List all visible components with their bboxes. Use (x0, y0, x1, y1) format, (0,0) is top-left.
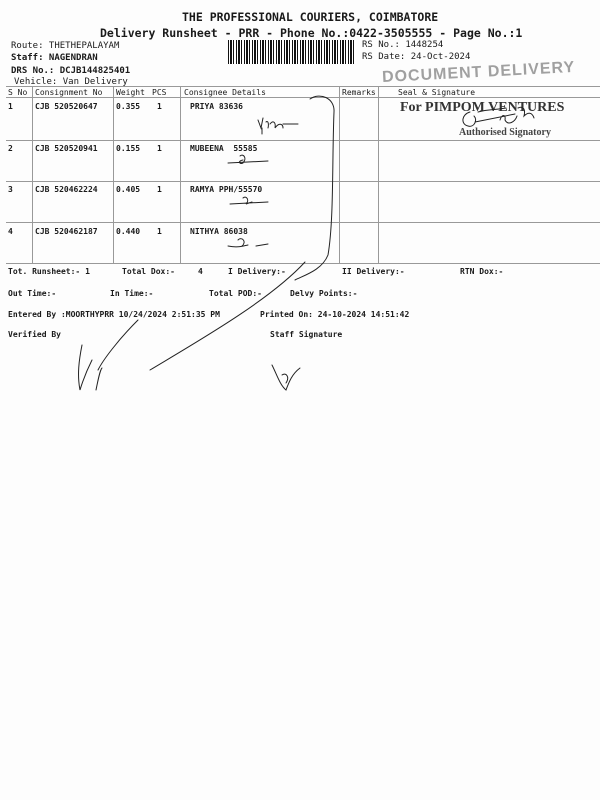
bracket-stroke (294, 95, 335, 281)
row-consignee: RAMYA PPH/55570 (190, 185, 263, 194)
signature-priya (257, 117, 299, 135)
row-pcs: 1 (157, 144, 162, 153)
col-pcs: PCS (152, 88, 167, 97)
col-consignment: Consignment No (35, 88, 103, 97)
row-consignment: CJB 520520647 (35, 102, 98, 111)
total-runsheet: Tot. Runsheet:- 1 (8, 267, 90, 276)
col-seal-signature: Seal & Signature (398, 88, 476, 97)
row-sno: 2 (8, 144, 13, 153)
runsheet-subtitle: Delivery Runsheet - PRR - Phone No.:0422… (100, 26, 523, 40)
drs-number: DRS No.: DCJB144825401 (11, 66, 131, 76)
signature-verified-by (78, 319, 139, 391)
second-delivery: II Delivery:- (342, 267, 405, 276)
row-consignment: CJB 520462187 (35, 227, 98, 236)
rs-number: RS No.: 1448254 (362, 40, 444, 50)
signature-staff (271, 364, 301, 391)
row-weight: 0.355 (116, 102, 141, 111)
col-consignee: Consignee Details (184, 88, 266, 97)
printed-on: Printed On: 24-10-2024 14:51:42 (260, 310, 410, 319)
col-remarks: Remarks (342, 88, 376, 97)
entered-by: Entered By :MOORTHYPRR 10/24/2024 2:51:3… (8, 310, 220, 319)
rs-date: RS Date: 24-Oct-2024 (362, 52, 471, 62)
row-weight: 0.155 (116, 144, 141, 153)
first-delivery: I Delivery:- (228, 267, 286, 276)
row-weight: 0.405 (116, 185, 141, 194)
vehicle: Vehicle: Van Delivery (14, 77, 128, 87)
diagonal-stroke (149, 261, 306, 371)
total-pod: Total POD:- (209, 289, 262, 298)
row-sno: 4 (8, 227, 13, 236)
col-weight: Weight (116, 88, 145, 97)
row-pcs: 1 (157, 185, 162, 194)
signature-row2 (227, 154, 269, 165)
out-time: Out Time:- (8, 289, 57, 298)
row-pcs: 1 (157, 227, 162, 236)
rtn-dox: RTN Dox:- (460, 267, 504, 276)
signature-row4 (227, 238, 269, 248)
total-dox-value: 4 (198, 267, 203, 276)
row-consignment: CJB 520520941 (35, 144, 98, 153)
row-weight: 0.440 (116, 227, 141, 236)
authorised-signatory-stamp: Authorised Signatory (459, 127, 551, 138)
total-dox-label: Total Dox:- (122, 267, 175, 276)
row-sno: 3 (8, 185, 13, 194)
row-consignment: CJB 520462224 (35, 185, 98, 194)
row-pcs: 1 (157, 102, 162, 111)
company-title: THE PROFESSIONAL COURIERS, COIMBATORE (182, 10, 439, 24)
row-sno: 1 (8, 102, 13, 111)
route: Route: THETHEPALAYAM (11, 41, 120, 51)
verified-by: Verified By (8, 330, 61, 339)
barcode (228, 40, 356, 64)
row-consignee: PRIYA 83636 (190, 102, 243, 111)
staff-signature: Staff Signature (270, 330, 343, 339)
row-consignee: MUBEENA 55585 (190, 144, 258, 153)
col-sno: S No (8, 88, 28, 97)
delivery-points: Delvy Points:- (290, 289, 358, 298)
company-seal-stamp: For PIMPOM VENTURES (400, 100, 565, 115)
row-consignee: NITHYA 86038 (190, 227, 248, 236)
signature-authorised (462, 106, 535, 127)
in-time: In Time:- (110, 289, 154, 298)
staff: Staff: NAGENDRAN (11, 53, 98, 63)
signature-row3 (229, 196, 269, 205)
